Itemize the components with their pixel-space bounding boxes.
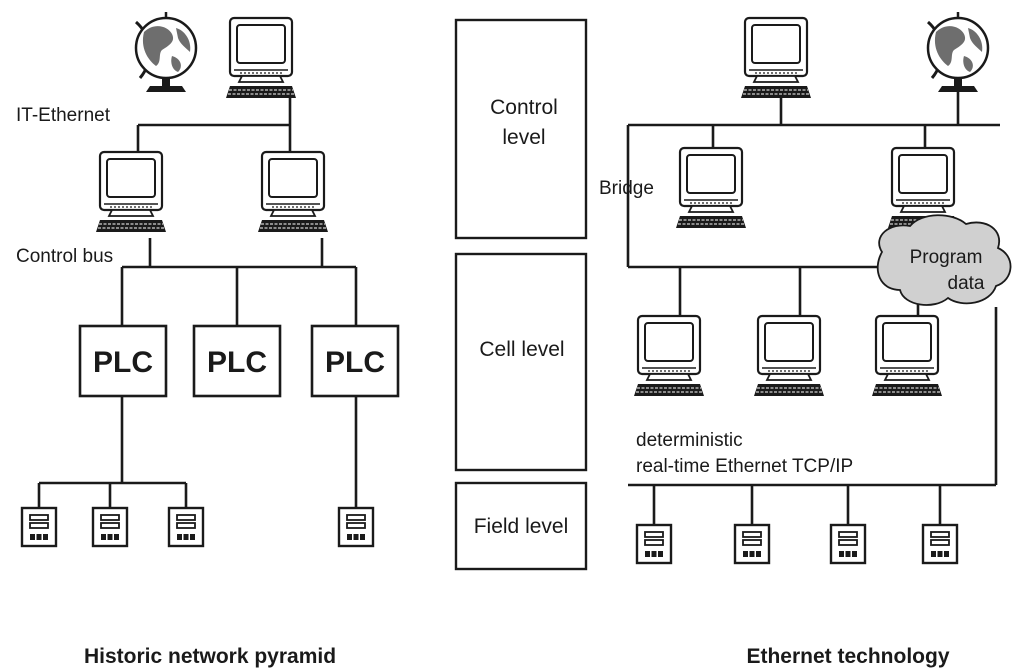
- control-bus-label: Control bus: [16, 246, 113, 267]
- control-level-label: Control: [490, 96, 558, 119]
- computer-icon: [632, 314, 706, 398]
- rt-ethernet-label-2: real-time Ethernet TCP/IP: [636, 456, 853, 477]
- bridge-label: Bridge: [599, 178, 654, 199]
- left-network: IT-Ethernet Control bus PLC PLC PLC: [16, 10, 400, 668]
- program-data-cloud: Program data: [876, 214, 1012, 306]
- computer-icon: [739, 16, 813, 100]
- computer-icon: [94, 150, 168, 234]
- computer-icon: [870, 314, 944, 398]
- computer-icon: [224, 16, 298, 100]
- field-device-icon: [167, 506, 205, 548]
- field-device-icon: [337, 506, 375, 548]
- field-level-label: Field level: [474, 515, 569, 538]
- globe-icon: [134, 10, 198, 94]
- svg-text:data: data: [948, 273, 985, 294]
- plc-box: PLC: [310, 324, 400, 398]
- field-device-icon: [91, 506, 129, 548]
- cell-level-label: Cell level: [479, 338, 564, 361]
- rt-ethernet-label-1: deterministic: [636, 430, 743, 451]
- field-device-icon: [921, 523, 959, 565]
- it-ethernet-label: IT-Ethernet: [16, 105, 111, 126]
- cell-level-box: [454, 252, 588, 472]
- svg-text:Program: Program: [910, 247, 983, 268]
- level-column: Control level Cell level Field level: [454, 18, 588, 571]
- field-device-icon: [20, 506, 58, 548]
- computer-icon: [752, 314, 826, 398]
- control-level-label-2: level: [502, 126, 545, 149]
- plc-box: PLC: [192, 324, 282, 398]
- svg-text:PLC: PLC: [207, 346, 267, 379]
- field-device-icon: [733, 523, 771, 565]
- globe-icon: [926, 10, 990, 94]
- field-level-box: [454, 481, 588, 571]
- svg-text:PLC: PLC: [325, 346, 385, 379]
- field-device-icon: [635, 523, 673, 565]
- plc-box: PLC: [78, 324, 168, 398]
- computer-icon: [674, 146, 748, 230]
- right-caption: Ethernet technology: [746, 645, 949, 668]
- computer-icon: [256, 150, 330, 234]
- right-network: Bridge Program data deterministic real-t…: [599, 10, 1012, 668]
- left-caption: Historic network pyramid: [84, 645, 336, 668]
- control-level-box: [454, 18, 588, 240]
- field-device-icon: [829, 523, 867, 565]
- svg-text:PLC: PLC: [93, 346, 153, 379]
